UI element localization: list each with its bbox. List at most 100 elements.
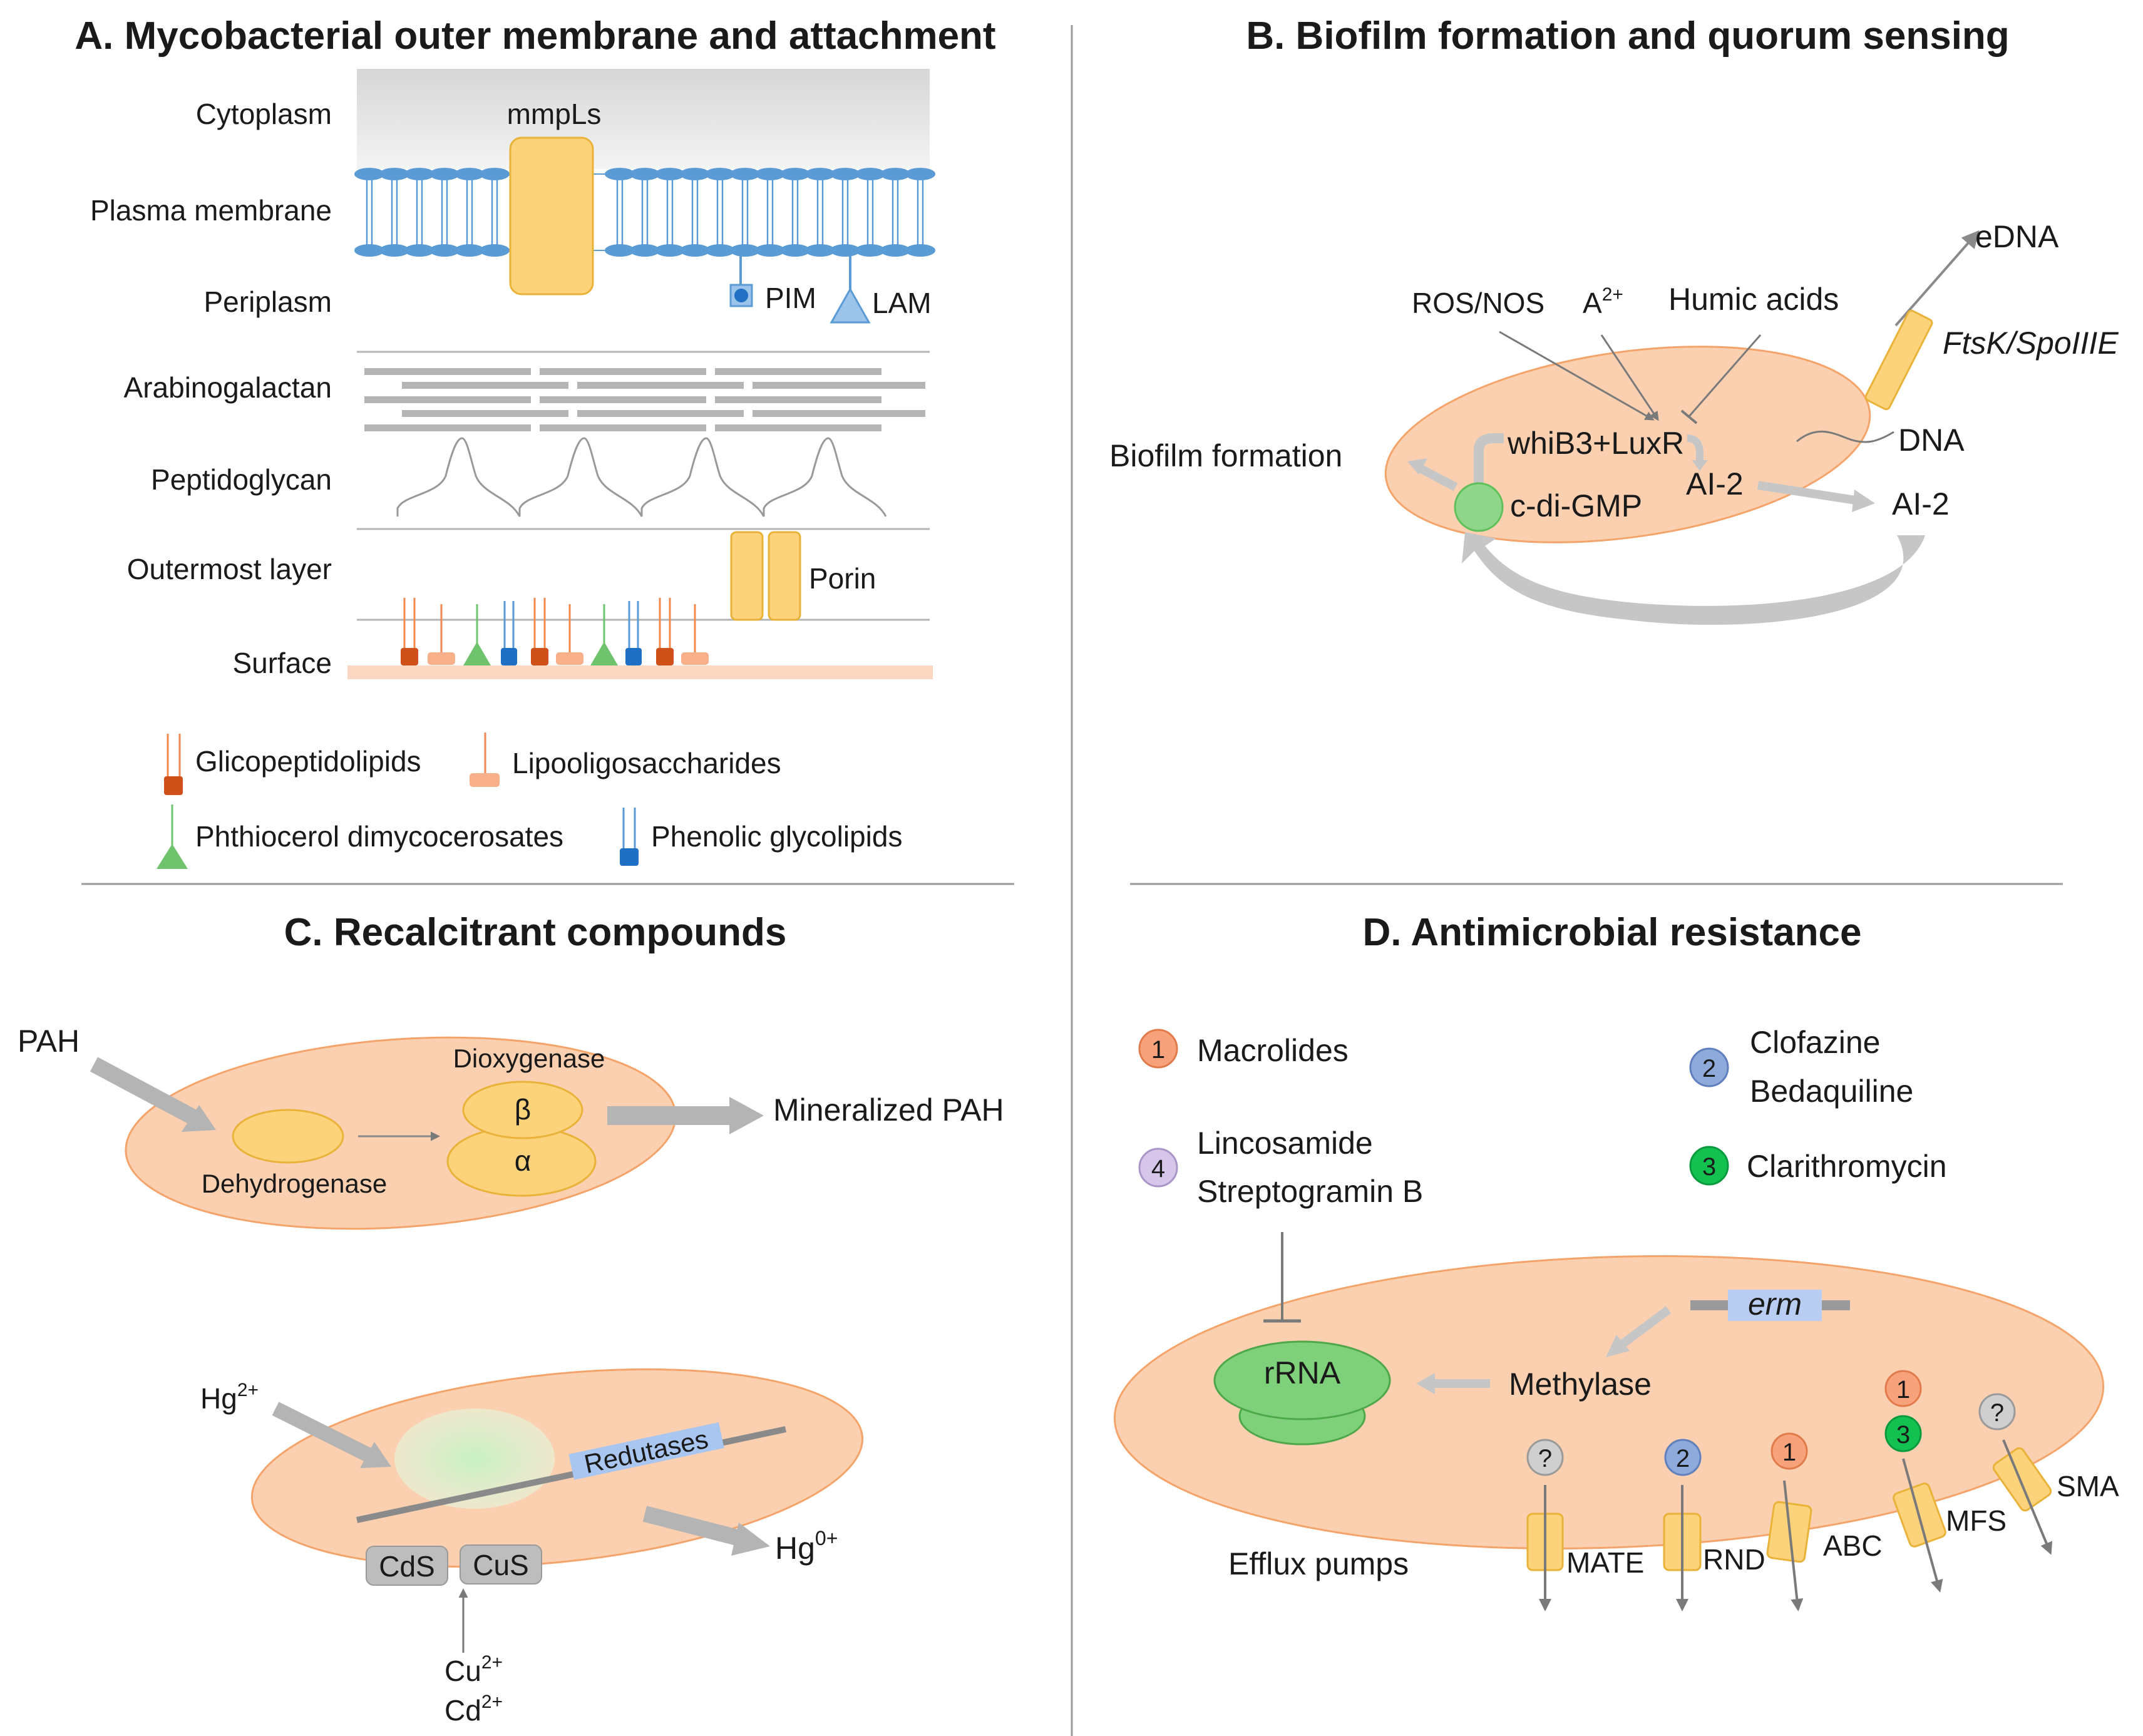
- layer-surface: Surface: [232, 647, 332, 679]
- badge-4-icon: [1138, 1148, 1178, 1188]
- layer-peptidoglycan: Peptidoglycan: [151, 463, 332, 496]
- macrolides-label: Macrolides: [1197, 1033, 1349, 1068]
- pim-label: PIM: [765, 282, 816, 314]
- pump-mfs-badge-top-icon: [1884, 1370, 1922, 1407]
- mfs-badge-top: 1: [1896, 1376, 1910, 1404]
- arabinogalactan-bar: [715, 368, 881, 375]
- phthiocerol-icon: [157, 844, 188, 869]
- hg0-arrow: [642, 1506, 744, 1547]
- whib-arrow-right: [1687, 434, 1704, 460]
- cell-c2: [250, 1368, 864, 1568]
- mfs-arrow: [1902, 1458, 1943, 1593]
- cell-d: [1113, 1255, 2105, 1549]
- legend-phthiocerol: Phthiocerol dimycocerosates: [195, 820, 563, 853]
- badge-3-icon: [1689, 1146, 1729, 1186]
- feedback-arrow: [1462, 532, 1925, 625]
- mineral-label: Mineralized PAH: [773, 1092, 1004, 1127]
- layer-plasma-membrane: Plasma membrane: [90, 194, 332, 227]
- panel-a: A. Mycobacterial outer membrane and atta…: [75, 14, 996, 869]
- pump-sma-badge: ?: [1990, 1399, 2004, 1427]
- panel-c-title: C. Recalcitrant compounds: [284, 911, 787, 954]
- abc-label: ABC: [1823, 1529, 1883, 1562]
- dioxy-label: Dioxygenase: [453, 1044, 605, 1073]
- surface-lipids: [401, 598, 709, 665]
- erm-box: [1728, 1290, 1822, 1321]
- dna-strand: [1796, 430, 1894, 443]
- arabinogalactan-bar: [364, 424, 531, 431]
- hg2-arrow-head: [360, 1442, 391, 1468]
- hg0-label: Hg0+: [775, 1527, 838, 1566]
- pump-abc: 1 ABC: [1766, 1432, 1883, 1611]
- whib-arrow-left: [1474, 433, 1504, 488]
- humic-label: Humic acids: [1668, 282, 1839, 317]
- dna-label: DNA: [1898, 423, 1965, 458]
- lam-icon: [830, 287, 871, 324]
- pump-mfs-badge-bottom-icon: [1884, 1415, 1922, 1452]
- biofilm-arrow: [1417, 464, 1458, 491]
- sma-label: SMA: [2057, 1470, 2119, 1502]
- ai2-outer: AI-2: [1892, 486, 1950, 521]
- cds-box: [366, 1546, 448, 1586]
- humic-inhibit: [1688, 334, 1762, 417]
- pim-core-icon: [734, 289, 748, 302]
- hg2-label: Hg2+: [200, 1380, 259, 1415]
- cdigmp-label: c-di-GMP: [1510, 488, 1642, 523]
- legend-glicopeptidolipids: Glicopeptidolipids: [195, 745, 421, 778]
- panel-d: D. Antimicrobial resistance 1 Macrolides…: [1113, 911, 2119, 1611]
- lipooligosaccharide-icon: [470, 773, 500, 787]
- alpha-label: α: [515, 1144, 532, 1177]
- arabinogalactan-bar: [402, 382, 568, 389]
- pump-abc-badge: 1: [1782, 1439, 1796, 1466]
- biofilm-label: Biofilm formation: [1109, 438, 1342, 473]
- pump-rnd-badge-icon: [1664, 1439, 1702, 1476]
- glicopeptidolipid-head: [656, 648, 674, 665]
- beta-label: β: [515, 1093, 531, 1126]
- pump-mfs: 1 3 MFS: [1884, 1370, 2007, 1593]
- ftsk-protein: [1864, 309, 1933, 411]
- panel-b-title: B. Biofilm formation and quorum sensing: [1246, 14, 2009, 58]
- rnd-label: RND: [1703, 1543, 1765, 1576]
- phenolic-glycolipid-icon: [620, 848, 639, 866]
- phthiocerol-head: [463, 642, 491, 665]
- pump-abc-badge-icon: [1770, 1432, 1808, 1470]
- ai2-arrow-head: [1852, 490, 1875, 512]
- arabinogalactan-bar: [540, 396, 706, 403]
- porin-right: [768, 531, 801, 621]
- pump-rnd-badge: 2: [1676, 1445, 1690, 1472]
- badge-2-icon: [1689, 1047, 1729, 1087]
- arabinogalactan-bar: [753, 410, 925, 417]
- mmpls-protein: [509, 136, 594, 295]
- cdigmp-circle: [1454, 482, 1504, 532]
- bedaquiline-label: Bedaquiline: [1750, 1074, 1913, 1109]
- panel-b: B. Biofilm formation and quorum sensing …: [1109, 14, 2119, 625]
- erm-arrow: [1618, 1306, 1672, 1348]
- plasma-membrane-bilayer: [354, 168, 935, 257]
- pump-rnd: 2 RND: [1663, 1439, 1765, 1611]
- panel-d-title: D. Antimicrobial resistance: [1362, 911, 1861, 954]
- panel-c: C. Recalcitrant compounds PAH Dehydrogen…: [18, 911, 1004, 1727]
- pah-arrow-head: [182, 1105, 216, 1132]
- arabinogalactan-bar: [364, 396, 531, 403]
- cell-b: [1384, 346, 1871, 543]
- layer-arabinogalactan: Arabinogalactan: [124, 371, 332, 404]
- erm-label: erm: [1748, 1287, 1802, 1322]
- cytoplasm-box: [357, 69, 930, 169]
- rrna-label: rRNA: [1264, 1355, 1341, 1390]
- pump-sma: ? SMA: [1978, 1393, 2119, 1555]
- streptogramin-label: Streptogramin B: [1197, 1174, 1423, 1209]
- ai2-arrow: [1757, 481, 1861, 505]
- pump-mate-badge-icon: [1526, 1439, 1564, 1476]
- pump-sma-badge-icon: [1978, 1393, 2016, 1430]
- whib-arrow-right-head: [1692, 460, 1708, 471]
- redutases-box: [568, 1422, 724, 1480]
- arabinogalactan-bar: [540, 424, 706, 431]
- surface-band: [347, 665, 933, 679]
- mfs-badge-bottom: 3: [1896, 1421, 1910, 1449]
- whib-label: whiB3+LuxR: [1507, 426, 1684, 461]
- cus-label: CuS: [473, 1549, 528, 1581]
- humic-inhibit-bar: [1680, 409, 1698, 424]
- arabinogalactan-bar: [577, 382, 744, 389]
- lincosamide-label: Lincosamide: [1197, 1126, 1373, 1161]
- methylase-arrow-head: [1416, 1373, 1435, 1394]
